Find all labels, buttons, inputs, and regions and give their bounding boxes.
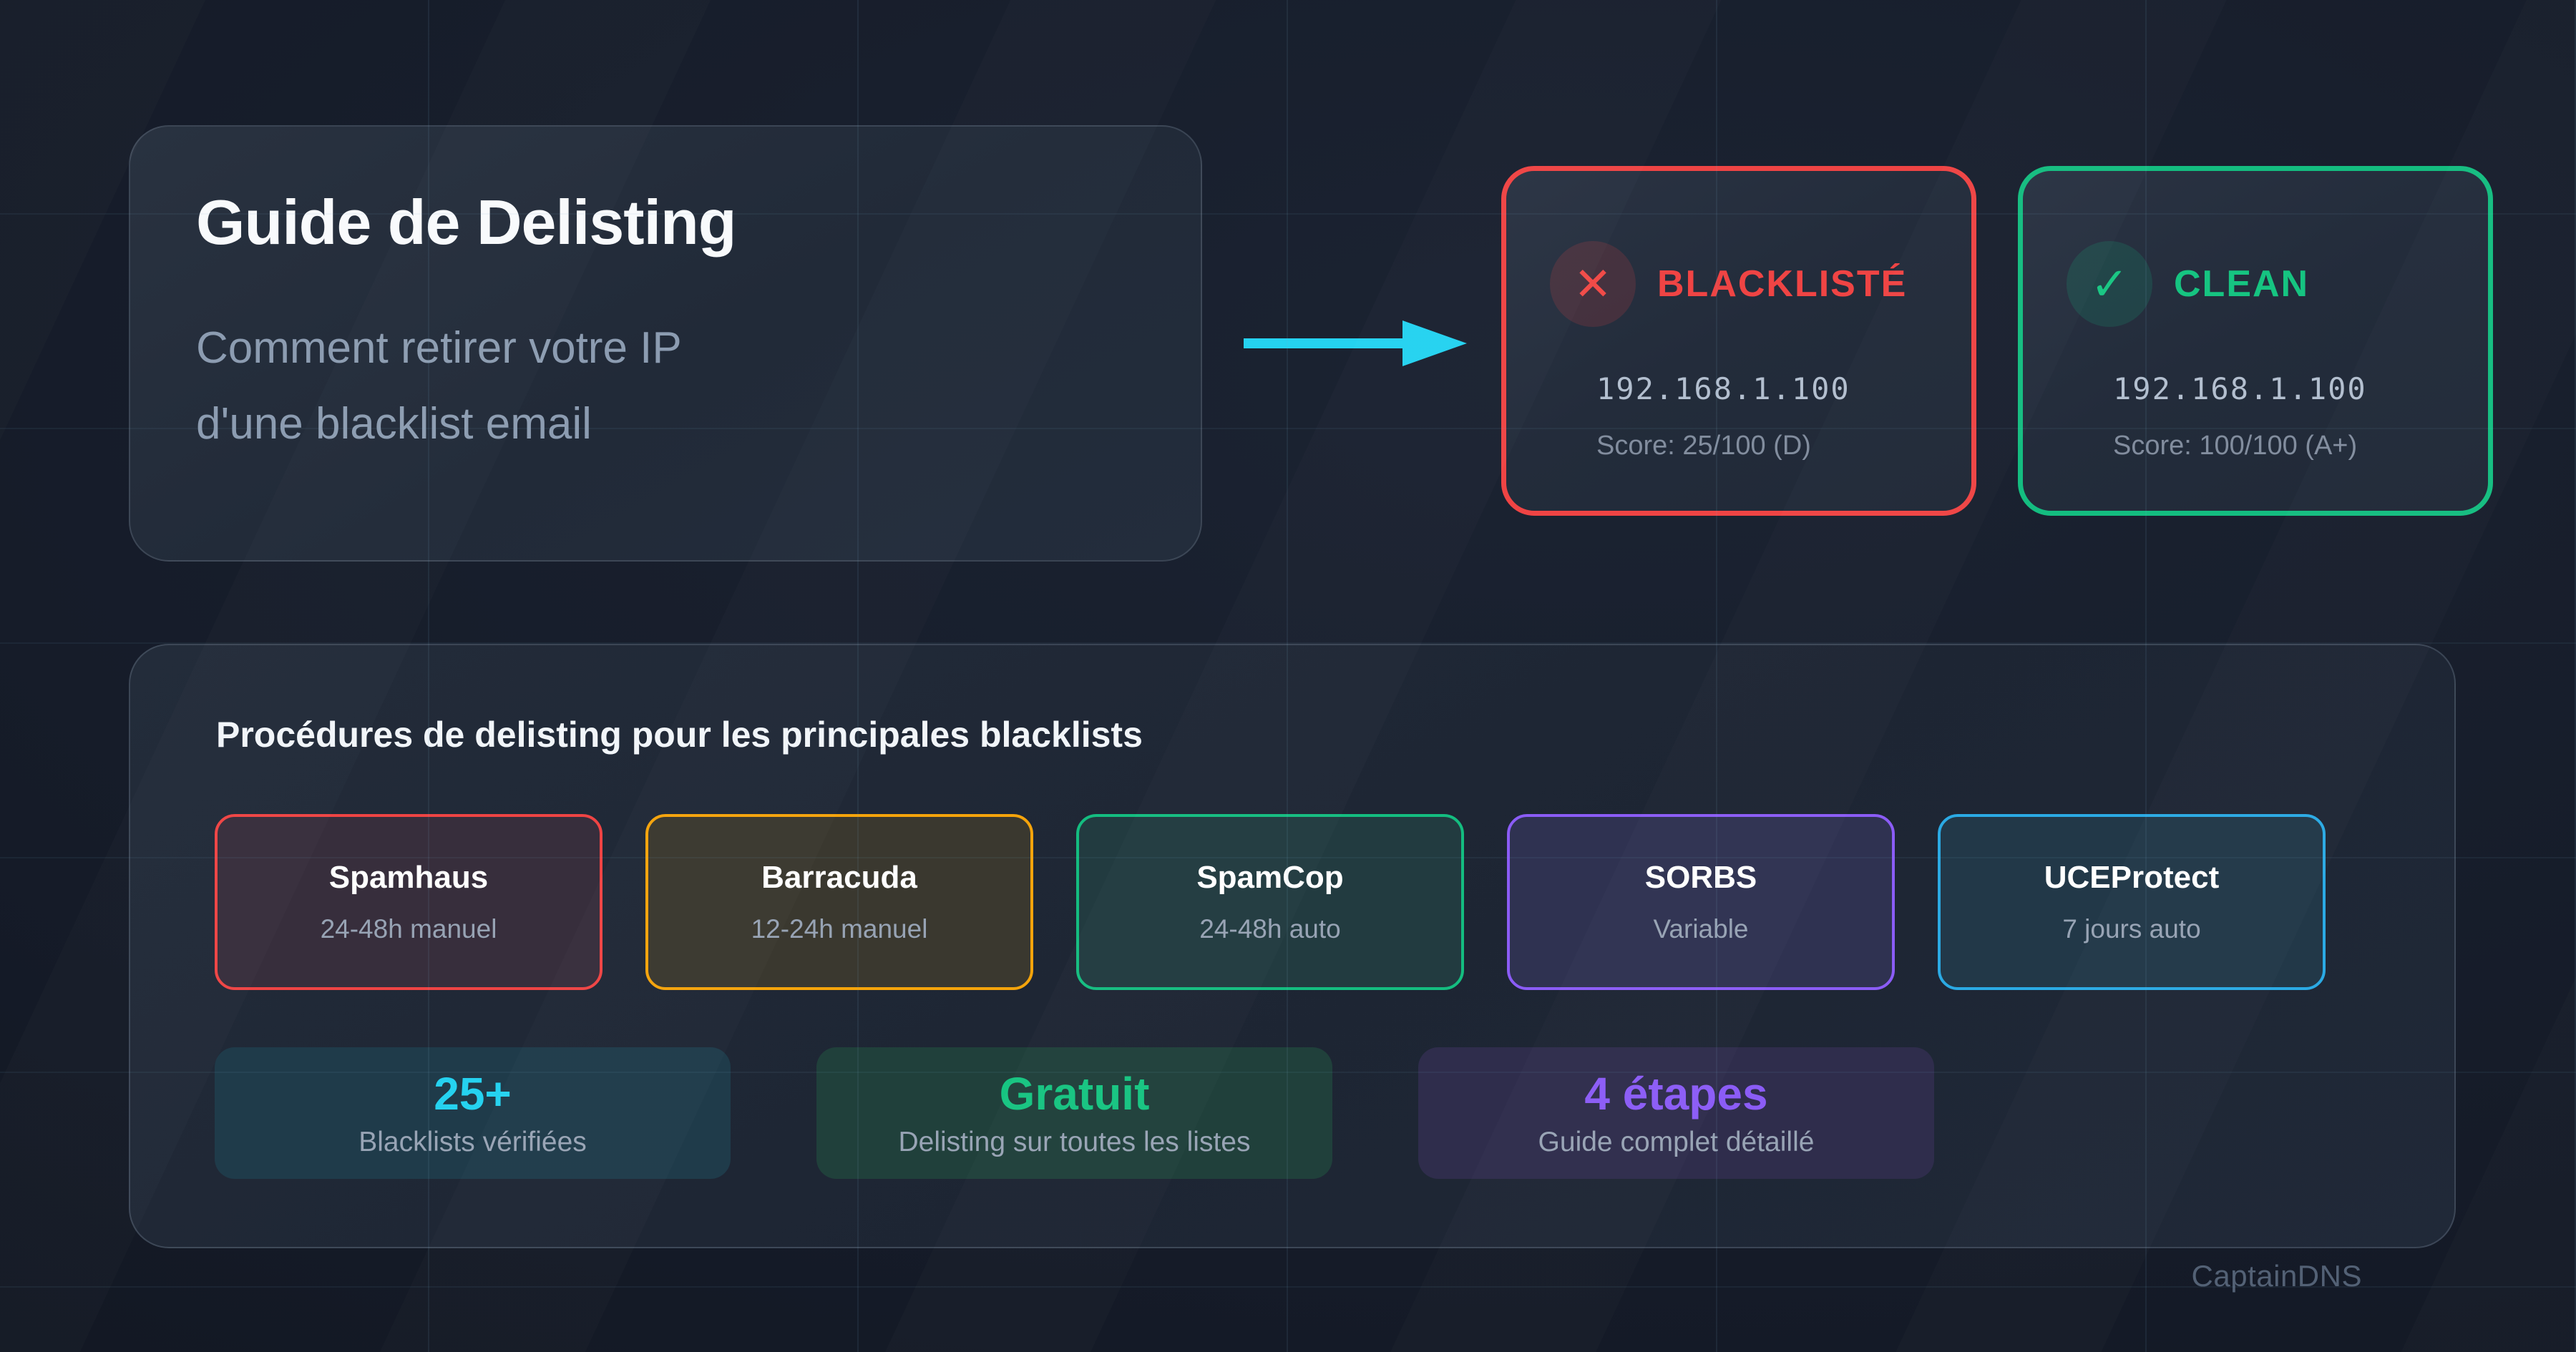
hero-subtitle-line1: Comment retirer votre IP: [196, 323, 682, 373]
status-label-clean: CLEAN: [2174, 263, 2310, 305]
stat-value: 25+: [434, 1067, 512, 1120]
stat-label: Delisting sur toutes les listes: [898, 1126, 1251, 1157]
x-glyph: ✕: [1574, 258, 1612, 310]
status-card-blacklisted: ✕ BLACKLISTÉ 192.168.1.100 Score: 25/100…: [1501, 166, 1976, 516]
x-icon: ✕: [1550, 241, 1636, 327]
blacklist-card-barracuda: Barracuda 12-24h manuel: [645, 814, 1033, 990]
blacklist-delay: 24-48h manuel: [320, 914, 497, 944]
ip-address: 192.168.1.100: [1596, 371, 1850, 406]
blacklist-card-spamcop: SpamCop 24-48h auto: [1076, 814, 1464, 990]
hero-subtitle: Comment retirer votre IP d'une blacklist …: [196, 310, 1136, 462]
blacklist-card-uceprotect: UCEProtect 7 jours auto: [1938, 814, 2326, 990]
stat-box-free: Gratuit Delisting sur toutes les listes: [816, 1047, 1332, 1179]
blacklist-delay: 12-24h manuel: [751, 914, 928, 944]
blacklist-delay: Variable: [1653, 914, 1749, 944]
blacklist-cards-row: Spamhaus 24-48h manuel Barracuda 12-24h …: [215, 814, 2326, 990]
stat-label: Blacklists vérifiées: [358, 1126, 587, 1157]
section-title: Procédures de delisting pour les princip…: [216, 715, 1143, 755]
score-text: Score: 100/100 (A+): [2113, 431, 2358, 461]
blacklist-delay: 24-48h auto: [1199, 914, 1341, 944]
blacklist-name: SORBS: [1644, 860, 1757, 895]
stats-row: 25+ Blacklists vérifiées Gratuit Delisti…: [215, 1047, 1934, 1179]
blacklist-card-spamhaus: Spamhaus 24-48h manuel: [215, 814, 602, 990]
status-row: ✓ CLEAN: [2067, 241, 2459, 327]
blacklist-name: Spamhaus: [328, 860, 489, 895]
status-row: ✕ BLACKLISTÉ: [1550, 241, 1943, 327]
stat-value: 4 étapes: [1584, 1067, 1768, 1120]
blacklist-delay: 7 jours auto: [2062, 914, 2201, 944]
blacklist-name: UCEProtect: [2044, 860, 2220, 895]
brand-watermark: CaptainDNS: [2191, 1259, 2362, 1293]
page-title: Guide de Delisting: [196, 187, 737, 258]
stat-box-steps: 4 étapes Guide complet détaillé: [1418, 1047, 1934, 1179]
hero-card: Guide de Delisting Comment retirer votre…: [129, 125, 1202, 562]
procedures-panel: Procédures de delisting pour les princip…: [129, 644, 2456, 1248]
stat-label: Guide complet détaillé: [1538, 1126, 1815, 1157]
check-glyph: ✓: [2090, 258, 2129, 310]
stat-value: Gratuit: [999, 1067, 1150, 1120]
hero-subtitle-line2: d'une blacklist email: [196, 398, 592, 449]
blacklist-name: Barracuda: [761, 860, 917, 895]
score-text: Score: 25/100 (D): [1596, 431, 1811, 461]
blacklist-name: SpamCop: [1196, 860, 1344, 895]
check-icon: ✓: [2067, 241, 2152, 327]
ip-address: 192.168.1.100: [2113, 371, 2367, 406]
blacklist-card-sorbs: SORBS Variable: [1507, 814, 1895, 990]
status-label-blacklisted: BLACKLISTÉ: [1657, 263, 1908, 305]
arrow-right-icon: [1244, 320, 1467, 366]
status-card-clean: ✓ CLEAN 192.168.1.100 Score: 100/100 (A+…: [2018, 166, 2493, 516]
stat-box-blacklists-count: 25+ Blacklists vérifiées: [215, 1047, 731, 1179]
